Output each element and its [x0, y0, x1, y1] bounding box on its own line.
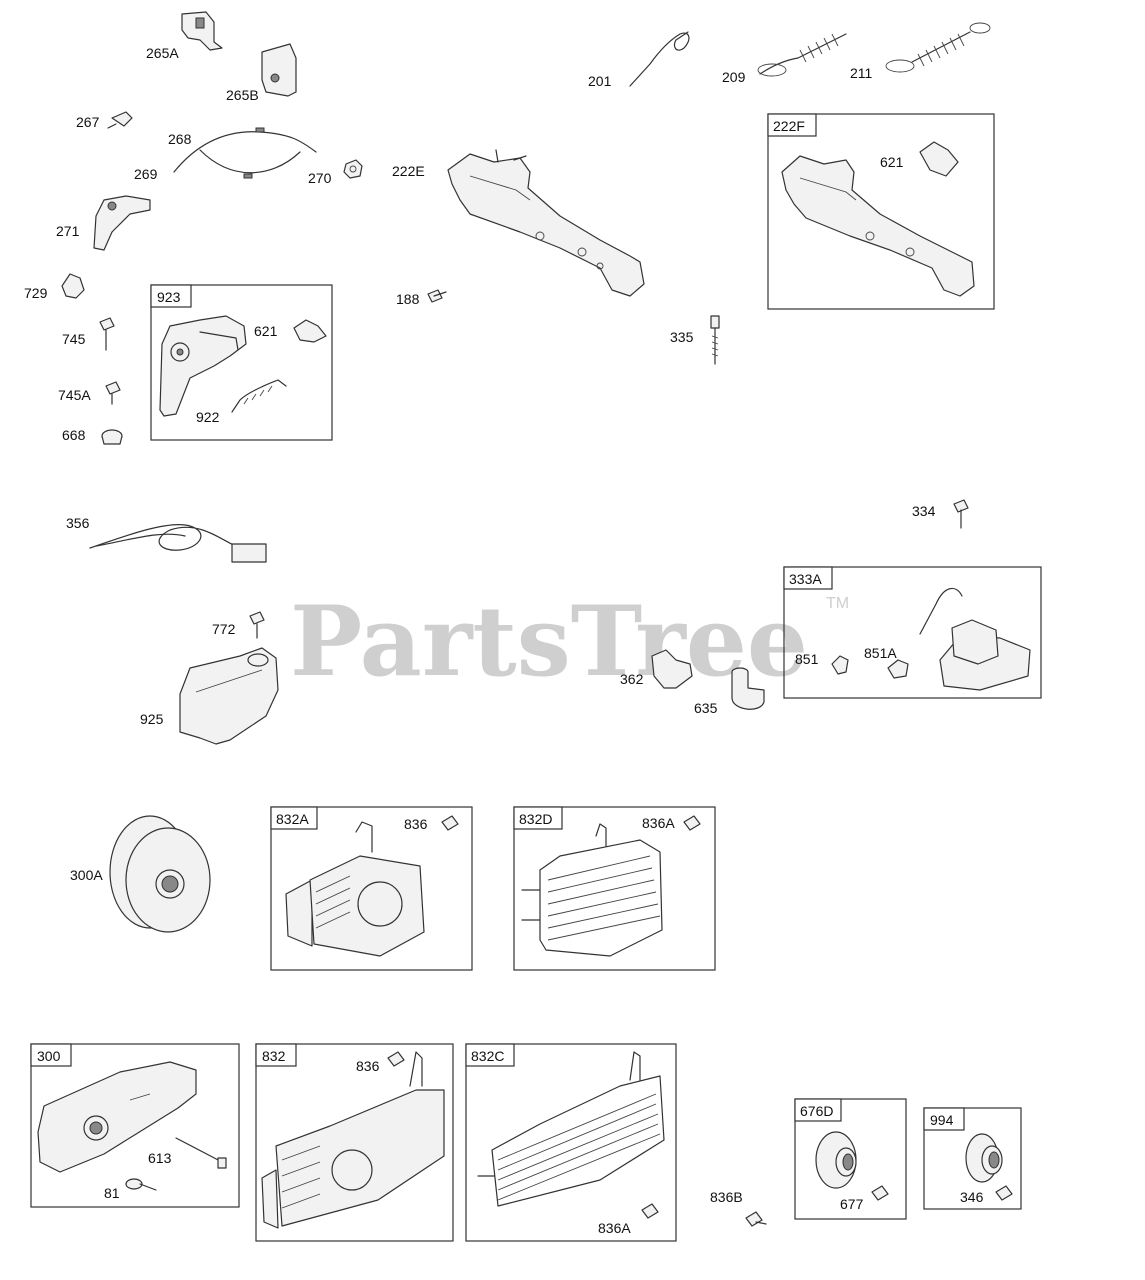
kit-box-832C[interactable]: 832C 836A	[465, 1043, 677, 1242]
part-201-spring[interactable]	[629, 31, 690, 87]
part-668-bushing[interactable]	[101, 429, 123, 445]
label-211: 211	[850, 65, 873, 81]
label-81: 81	[104, 1185, 120, 1201]
part-362-boot[interactable]	[651, 649, 693, 689]
label-271: 271	[56, 223, 80, 239]
part-188-screw[interactable]	[427, 289, 447, 303]
label-335: 335	[670, 329, 694, 345]
part-356-wire[interactable]	[89, 523, 267, 563]
label-188: 188	[396, 291, 420, 307]
label-677: 677	[840, 1196, 864, 1212]
part-836B-screw[interactable]	[745, 1211, 767, 1227]
part-209-spring[interactable]	[757, 33, 847, 77]
label-668: 668	[62, 427, 86, 443]
label-922: 922	[196, 409, 220, 425]
label-356: 356	[66, 515, 90, 531]
label-362: 362	[620, 671, 644, 687]
label-268: 268	[168, 131, 192, 147]
part-267-screw[interactable]	[107, 111, 133, 129]
label-300A: 300A	[70, 867, 103, 883]
label-621-b: 621	[880, 154, 904, 170]
kit-tag-832A: 832A	[276, 811, 309, 827]
part-729-clip[interactable]	[61, 273, 85, 299]
kit-box-994[interactable]: 994 346	[923, 1107, 1022, 1210]
label-836-b: 836	[356, 1058, 380, 1074]
kit-tag-923: 923	[157, 289, 181, 305]
label-635: 635	[694, 700, 718, 716]
part-265A[interactable]	[181, 11, 223, 51]
label-265A: 265A	[146, 45, 179, 61]
kit-box-923[interactable]: 923 621 922	[150, 284, 333, 441]
label-836B: 836B	[710, 1189, 743, 1205]
label-836-a: 836	[404, 816, 428, 832]
kit-tag-676D: 676D	[800, 1103, 833, 1119]
label-621-a: 621	[254, 323, 278, 339]
kit-tag-333A: 333A	[789, 571, 822, 587]
label-925: 925	[140, 711, 164, 727]
label-745A: 745A	[58, 387, 91, 403]
label-851A: 851A	[864, 645, 897, 661]
part-268-cable[interactable]	[173, 127, 317, 179]
part-334-screw[interactable]	[953, 499, 969, 529]
part-925-cover[interactable]	[179, 647, 279, 745]
kit-box-832[interactable]: 832 836	[255, 1043, 454, 1242]
part-745-bolt[interactable]	[99, 317, 115, 351]
kit-box-676D[interactable]: 676D 677	[794, 1098, 907, 1220]
part-222E-bracket[interactable]	[447, 149, 645, 297]
part-270-nut[interactable]	[343, 159, 363, 179]
label-209: 209	[722, 69, 746, 85]
kit-box-333A[interactable]: 333A 851 851A	[783, 566, 1042, 699]
kit-tag-300: 300	[37, 1048, 61, 1064]
label-267: 267	[76, 114, 100, 130]
kit-tag-222F: 222F	[773, 118, 805, 134]
watermark: PartsTree	[290, 585, 808, 698]
kit-box-222F[interactable]: 222F 621	[767, 113, 995, 310]
label-334: 334	[912, 503, 936, 519]
label-772: 772	[212, 621, 236, 637]
kit-tag-994: 994	[930, 1112, 954, 1128]
label-222E: 222E	[392, 163, 425, 179]
part-300A-muffler[interactable]	[109, 815, 211, 933]
kit-tag-832D: 832D	[519, 811, 552, 827]
label-613: 613	[148, 1150, 172, 1166]
part-745A-bolt[interactable]	[105, 381, 121, 405]
kit-box-300[interactable]: 300 613 81	[30, 1043, 240, 1208]
label-270: 270	[308, 170, 332, 186]
kit-tag-832C: 832C	[471, 1048, 504, 1064]
part-335-stud[interactable]	[710, 315, 720, 365]
part-271-lever[interactable]	[93, 195, 151, 251]
label-836A-top: 836A	[642, 815, 675, 831]
part-211-spring[interactable]	[885, 22, 991, 73]
label-745: 745	[62, 331, 86, 347]
label-265B: 265B	[226, 87, 259, 103]
kit-tag-832: 832	[262, 1048, 286, 1064]
label-729: 729	[24, 285, 48, 301]
kit-box-832D[interactable]: 832D 836A	[513, 806, 716, 971]
label-851: 851	[795, 651, 819, 667]
label-269: 269	[134, 166, 158, 182]
watermark-tm: TM	[826, 595, 849, 612]
label-346: 346	[960, 1189, 984, 1205]
kit-box-832A[interactable]: 832A 836	[270, 806, 473, 971]
part-265B[interactable]	[261, 43, 297, 97]
part-635-elbow[interactable]	[731, 667, 765, 710]
label-836A-bot: 836A	[598, 1220, 631, 1236]
part-772-screw[interactable]	[249, 611, 265, 639]
label-201: 201	[588, 73, 612, 89]
